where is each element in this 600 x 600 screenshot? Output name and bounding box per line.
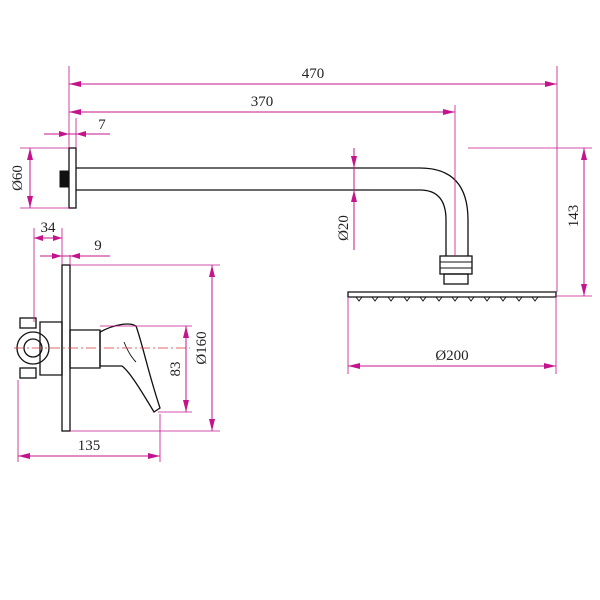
valve-collar	[69, 329, 101, 369]
label-overall-length: 470	[302, 66, 325, 82]
inlet-nut-top	[19, 317, 37, 329]
wall-flange	[68, 147, 77, 209]
label-flange-depth: 7	[98, 117, 106, 133]
label-plate-diameter: Ø160	[194, 331, 210, 364]
shower-head	[347, 291, 557, 298]
lever-handle	[99, 323, 161, 413]
shower-arm	[76, 167, 469, 256]
label-valve-length: 135	[78, 438, 101, 454]
shower-head-nozzles	[355, 296, 539, 302]
label-arm-diameter: Ø20	[336, 215, 352, 241]
label-flange-diameter: Ø60	[10, 165, 26, 191]
label-plate-offset: 9	[94, 238, 102, 254]
label-valve-depth: 34	[41, 220, 57, 236]
mixer-valve-assembly	[14, 264, 190, 432]
label-overall-drop: 143	[566, 205, 582, 228]
inlet-nut-bottom	[19, 367, 37, 379]
label-arm-length: 370	[251, 94, 274, 110]
shower-arm-assembly	[59, 147, 557, 302]
label-head-diameter: Ø200	[435, 348, 468, 364]
dimension-labels: 470 370 7 Ø60 Ø20 143 Ø200 34 9 Ø160 83 …	[10, 66, 582, 454]
dimension-lines	[18, 81, 587, 459]
label-lever-height: 83	[168, 362, 184, 377]
ball-joint	[443, 273, 469, 285]
flange-mount	[59, 170, 70, 188]
extension-lines	[17, 66, 592, 462]
connector-nut	[439, 255, 473, 275]
valve-body	[39, 321, 63, 376]
